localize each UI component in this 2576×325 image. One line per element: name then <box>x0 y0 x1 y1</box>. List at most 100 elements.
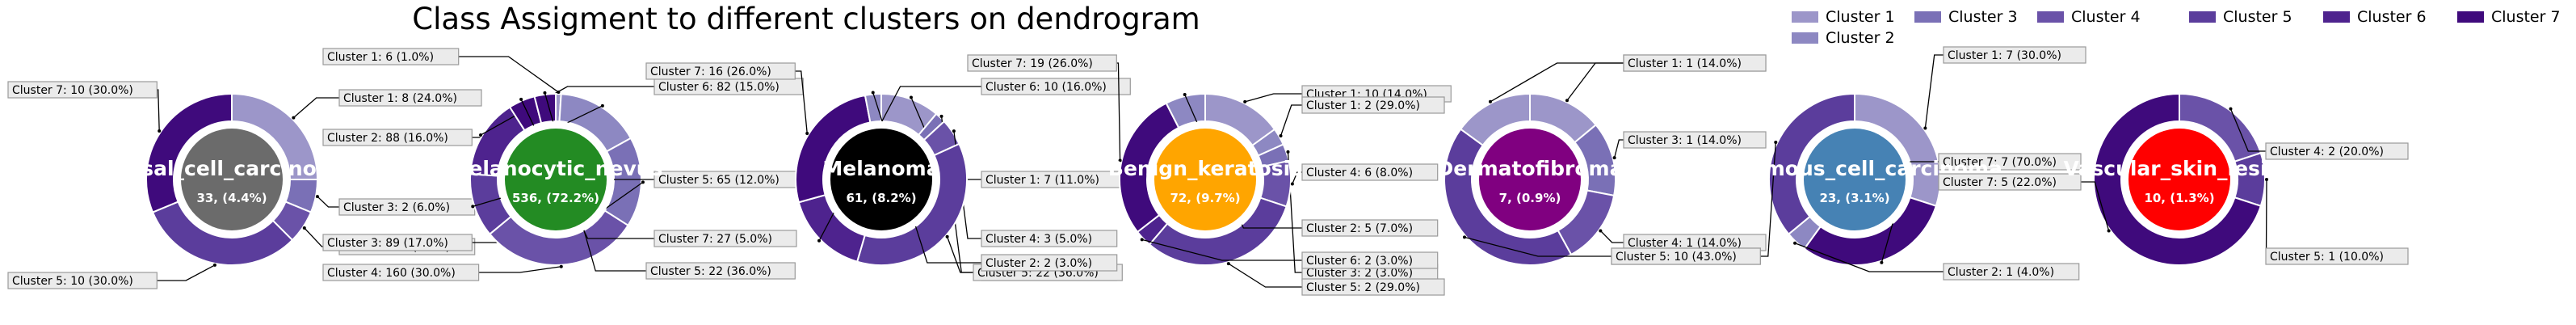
legend-label-cluster-2: Cluster 2 <box>1826 29 1895 47</box>
legend: Cluster 1 Cluster 2 Cluster 3 Cluster 4 Clus… <box>1792 8 2561 47</box>
callout-leader <box>1292 171 1302 184</box>
callout-arrowhead <box>471 205 475 209</box>
callout-label: Cluster 5: 10 (43.0%) <box>1616 251 1737 264</box>
callout-leader <box>1280 104 1302 137</box>
class-name-label: Basal_cell_carcinoma <box>112 157 351 180</box>
callout-label: Cluster 4: 1 (14.0%) <box>1628 237 1742 250</box>
callout-arrowhead <box>1290 182 1294 186</box>
callout-label: Cluster 2: 1 (4.0%) <box>1948 266 2054 279</box>
callout-box <box>1938 173 2082 191</box>
class-center-disc <box>181 129 283 230</box>
class-count-label: 33, (4.4%) <box>196 191 267 205</box>
callout-label: Cluster 6: 10 (16.0%) <box>985 81 1107 94</box>
callout-label: Cluster 2: 88 (16.0%) <box>327 132 448 145</box>
callout-label: Cluster 3: 2 (3.0%) <box>1306 267 1413 280</box>
legend-swatch-cluster-2 <box>1792 32 1818 44</box>
callout-box <box>981 78 1131 95</box>
donut-chart-3: Cluster 1: 7 (11.0%)Cluster 3: 1 (2.0%)C… <box>645 62 1131 281</box>
legend-swatch-cluster-3 <box>1914 11 1941 23</box>
callout-label: Cluster 1: 8 (24.0%) <box>343 92 457 105</box>
callout-leader <box>1245 93 1302 103</box>
callout-leader <box>1613 139 1624 158</box>
legend-label-cluster-7: Cluster 7 <box>2491 8 2561 26</box>
class-count-label: 72, (9.7%) <box>1170 191 1240 205</box>
callout-arrowhead <box>2107 229 2111 233</box>
callout-label: Cluster 2: 5 (7.0%) <box>1306 222 1413 235</box>
callout-arrowhead <box>1183 93 1187 97</box>
callout-box <box>1301 163 1439 181</box>
callout-arrowhead <box>315 195 319 199</box>
callout-box <box>1301 251 1439 269</box>
callout-arrowhead <box>939 114 943 118</box>
class-name-label: Vascular_skin_lesion <box>2064 157 2296 180</box>
callout-box <box>653 230 797 247</box>
callout-label: Cluster 5: 2 (29.0%) <box>1306 281 1420 294</box>
donut-chart-7: Cluster 4: 2 (20.0%)Cluster 5: 1 (10.0%)… <box>1938 92 2409 266</box>
callout-label: Cluster 7: 27 (5.0%) <box>658 233 772 246</box>
callout-arrowhead <box>641 180 645 184</box>
class-count-label: 7, (0.9%) <box>1499 191 1561 205</box>
callout-leader <box>478 266 561 273</box>
callout-leader <box>1228 263 1302 288</box>
callout-arrowhead <box>1880 260 1884 264</box>
legend-label-cluster-1: Cluster 1 <box>1826 8 1895 26</box>
callout-leader <box>480 86 654 136</box>
callout-arrowhead <box>559 264 563 268</box>
callout-leader <box>1116 62 1121 161</box>
legend-label-cluster-5: Cluster 5 <box>2223 8 2292 26</box>
callout-box <box>1301 219 1439 237</box>
callout-arrowhead <box>805 132 809 136</box>
callout-arrowhead <box>2265 178 2268 181</box>
class-name-label: Benign_keratosis <box>1108 157 1302 180</box>
legend-swatch-cluster-4 <box>2037 11 2064 23</box>
callout-arrowhead <box>600 103 604 108</box>
callout-arrowhead <box>212 263 216 267</box>
callout-leader <box>947 236 973 273</box>
callout-box <box>1938 153 2082 171</box>
callout-arrowhead <box>1226 262 1230 266</box>
callout-leader <box>1599 230 1624 243</box>
callout-arrowhead <box>1612 156 1616 160</box>
callout-arrowhead <box>1488 99 1492 103</box>
class-name-label: Dermatofibroma <box>1437 157 1624 180</box>
callout-leader <box>1760 141 1776 257</box>
callout-arrowhead <box>1793 241 1797 245</box>
legend-swatch-cluster-5 <box>2189 11 2216 23</box>
callout-box <box>645 262 796 280</box>
class-center-disc <box>830 129 932 230</box>
donut-chart-6: Cluster 1: 7 (30.0%)Cluster 7: 7 (70.0%)… <box>1611 46 2086 281</box>
callout-label: Cluster 4: 3 (5.0%) <box>985 233 1092 246</box>
legend-swatch-cluster-7 <box>2457 11 2484 23</box>
class-center-disc <box>2128 129 2230 230</box>
callout-label: Cluster 7: 5 (22.0%) <box>1943 176 2057 189</box>
legend-label-cluster-4: Cluster 4 <box>2071 8 2141 26</box>
callout-leader <box>1924 54 1944 129</box>
callout-leader <box>1141 238 1302 261</box>
callout-box <box>7 81 158 99</box>
callout-arrowhead <box>1462 235 1466 239</box>
callout-label: Cluster 3: 1 (14.0%) <box>1628 134 1742 147</box>
callout-arrowhead <box>519 97 523 101</box>
callout-label: Cluster 1: 7 (11.0%) <box>985 174 1099 187</box>
class-center-disc <box>1804 129 1906 230</box>
callout-box <box>1611 247 1761 265</box>
callout-arrowhead <box>1286 150 1290 154</box>
legend-swatch-cluster-6 <box>2323 11 2350 23</box>
callout-label: Cluster 7: 10 (30.0%) <box>12 84 133 97</box>
callout-box <box>2265 247 2409 265</box>
donut-chart-4: Cluster 1: 10 (14.0%)Cluster 1: 2 (29.0%… <box>967 54 1452 296</box>
callout-box <box>338 89 482 107</box>
callout-leader <box>795 70 808 134</box>
callout-arrowhead <box>479 133 483 137</box>
callout-arrowhead <box>1140 238 1144 242</box>
callout-arrowhead <box>1279 134 1283 137</box>
callout-arrowhead <box>1774 141 1778 145</box>
callout-arrowhead <box>1243 99 1247 103</box>
legend-label-cluster-3: Cluster 3 <box>1948 8 2018 26</box>
callout-leader <box>2265 179 2267 257</box>
donut-chart-2: Cluster 1: 6 (1.0%) Cluster 2: 88 (16.0%)… <box>322 48 804 281</box>
callout-leader <box>1794 243 1944 272</box>
callout-box <box>645 62 796 80</box>
callout-label: Cluster 1: 6 (1.0%) <box>327 51 434 64</box>
